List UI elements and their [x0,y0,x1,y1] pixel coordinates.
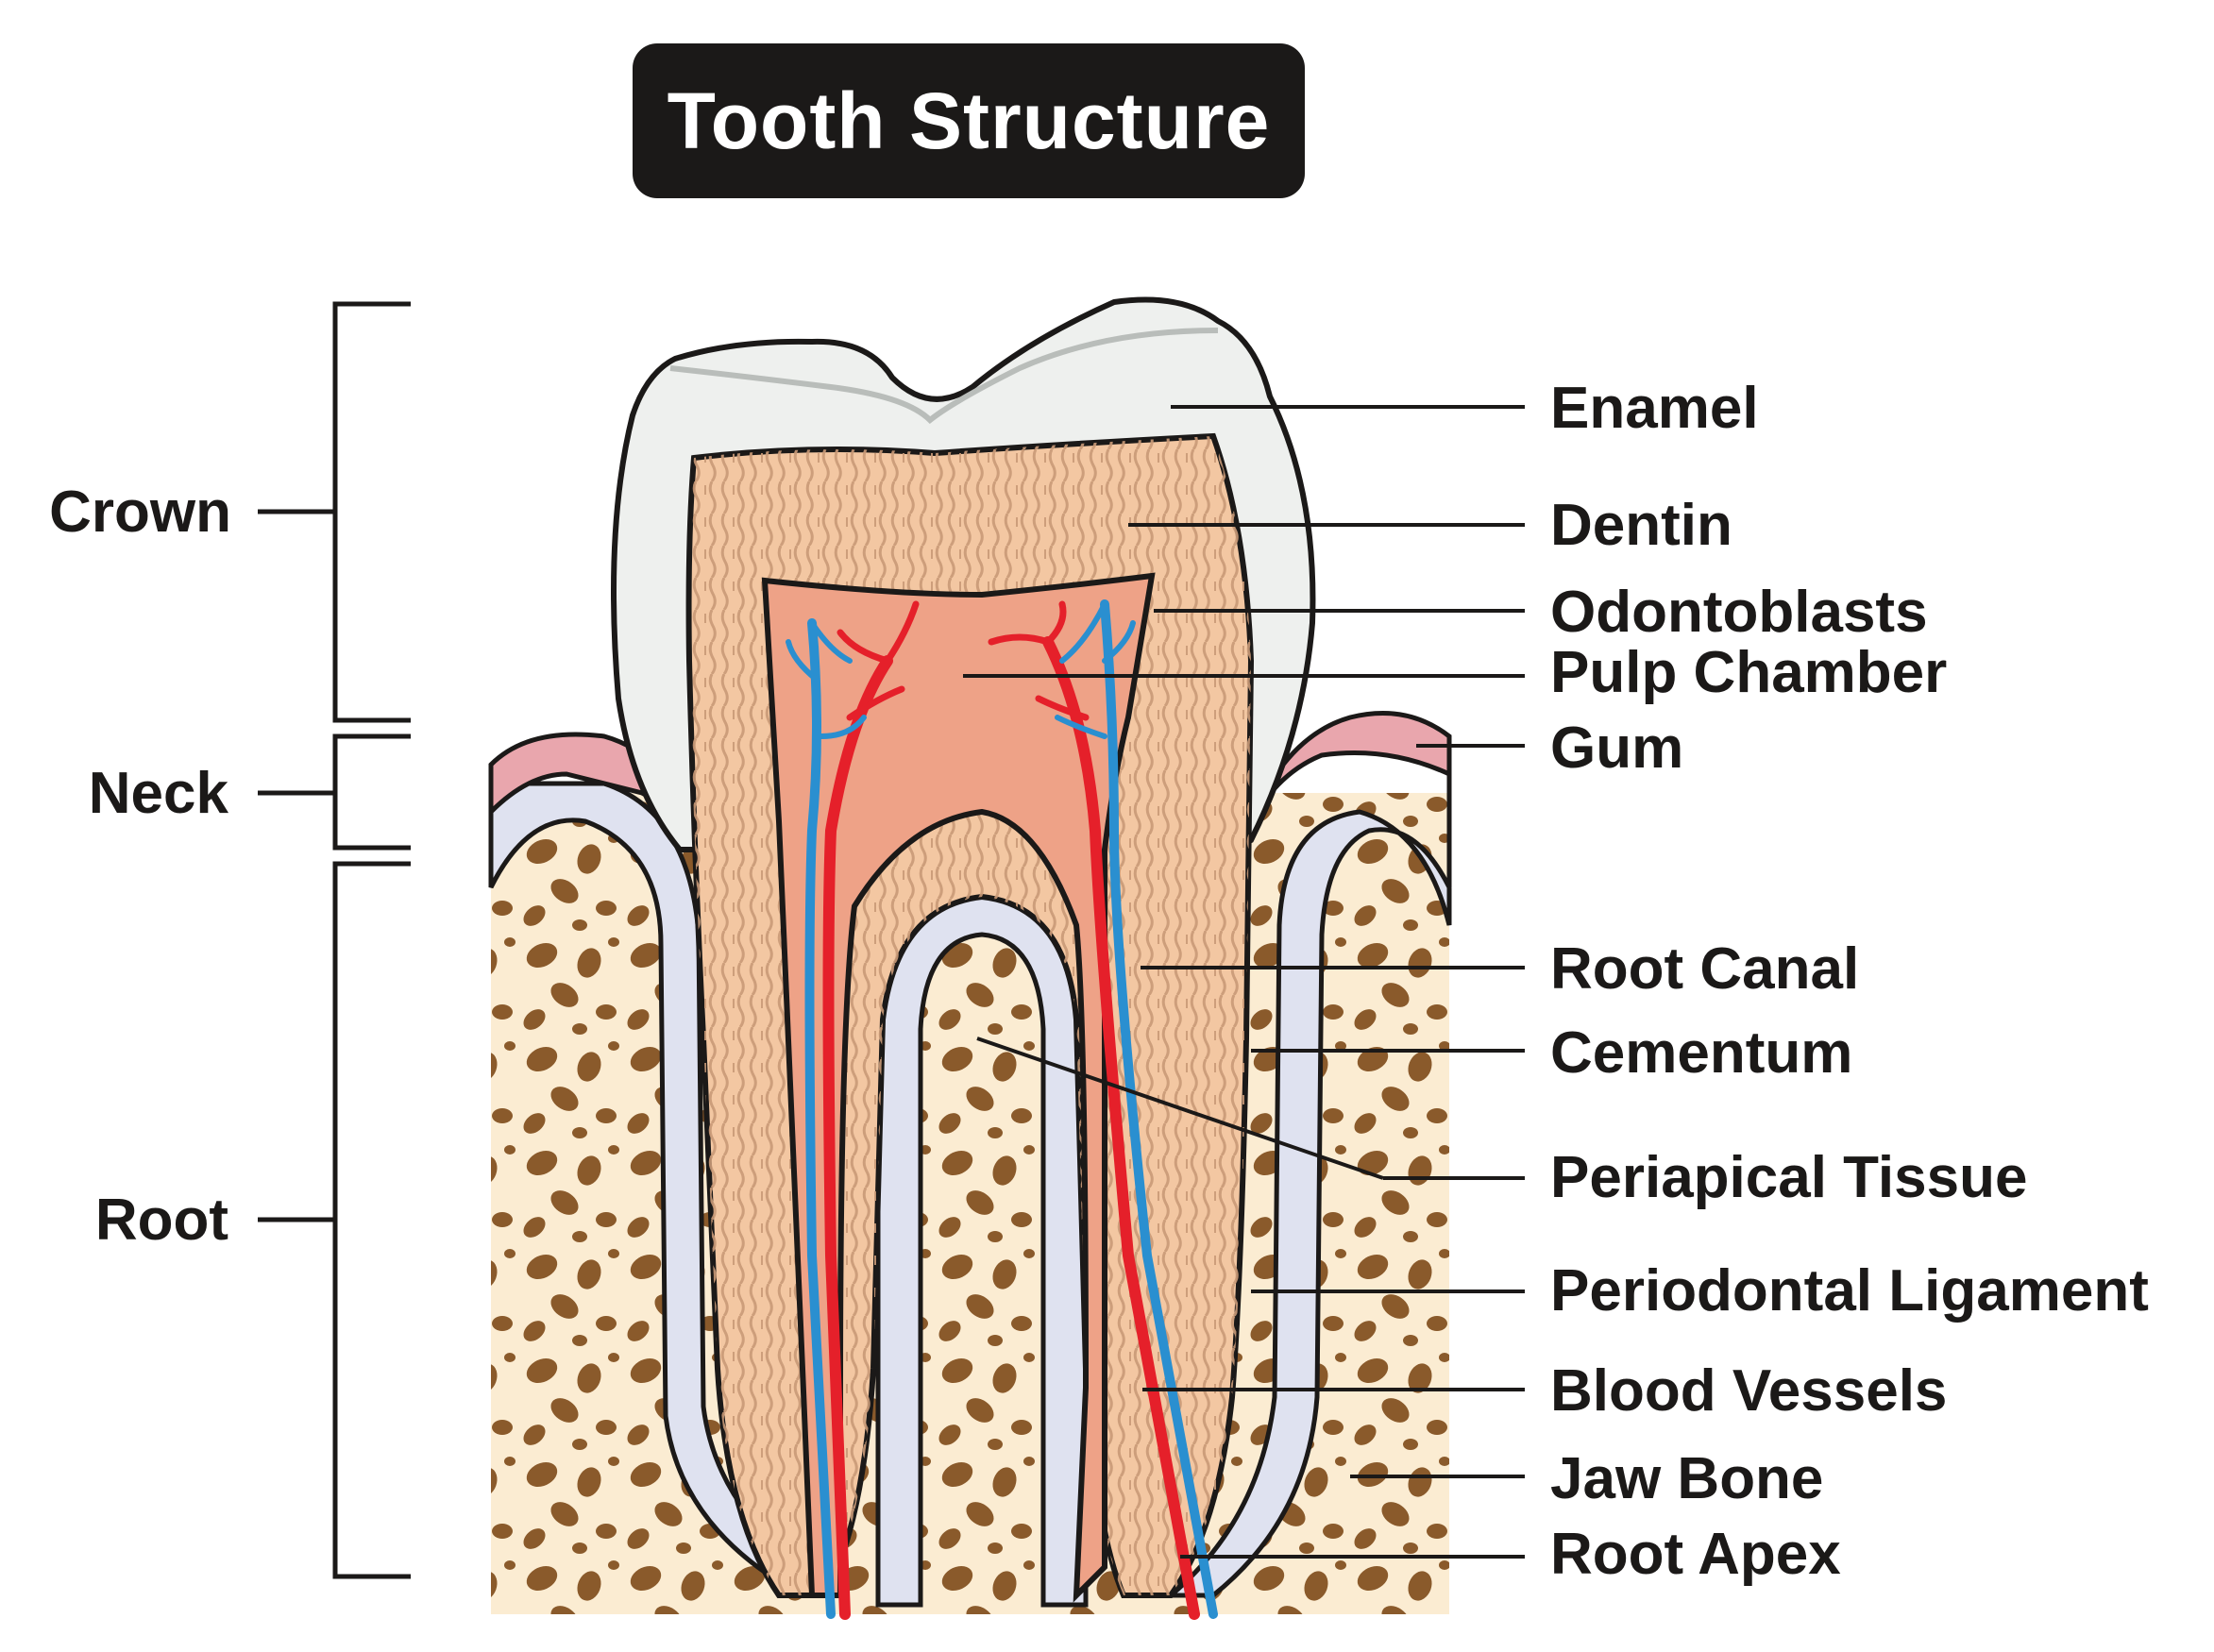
label-gum: Gum [1550,716,1683,781]
root-bracket [332,861,411,1579]
label-periapical-tissue: Periapical Tissue [1550,1145,2027,1210]
diagram-title: Tooth Structure [667,76,1271,165]
tooth [611,296,1316,1620]
label-periodontal-ligament: Periodontal Ligament [1550,1258,2149,1323]
title-box: Tooth Structure [633,43,1305,198]
blood-vessels [786,599,1218,1620]
region-label-neck: Neck [89,761,229,826]
label-jaw-bone: Jaw Bone [1550,1446,1823,1511]
label-cementum: Cementum [1550,1020,1852,1086]
region-label-crown: Crown [49,480,231,545]
label-pulp-chamber: Pulp Chamber [1550,640,1947,705]
label-blood-vessels: Blood Vessels [1550,1358,1947,1424]
region-brackets [258,301,411,1579]
label-odontoblasts: Odontoblasts [1550,580,1928,645]
crown-bracket [332,301,411,723]
label-enamel: Enamel [1550,376,1759,441]
label-root-canal: Root Canal [1550,936,1859,1002]
label-root-apex: Root Apex [1550,1522,1841,1587]
leader-lines [963,405,1525,1559]
pulp-chamber [761,572,1156,1603]
region-label-root: Root [95,1188,228,1253]
label-dentin: Dentin [1550,493,1732,558]
neck-bracket [332,733,411,851]
